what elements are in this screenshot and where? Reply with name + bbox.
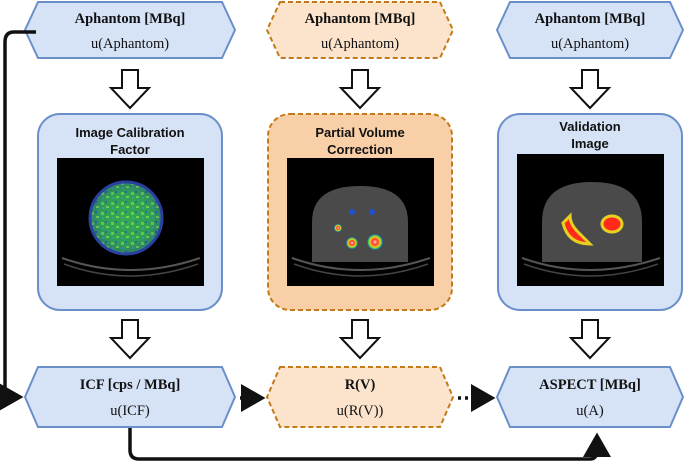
panel-partial-volume-correction: Partial Volume Correction: [267, 113, 453, 311]
connector-icf-to-aspect: [128, 428, 611, 461]
panel-image-calibration-factor: Image Calibration Factor: [37, 113, 223, 311]
top-node-3-uncertainty: u(Aphantom): [551, 36, 629, 52]
down-arrow-bottom-1: [108, 319, 152, 360]
bottom-node-1-uncertainty: u(ICF): [110, 403, 150, 419]
panel-1-title-line1: Image Calibration: [75, 125, 184, 140]
panel-3-title-line1: Validation: [559, 119, 620, 134]
panel-validation-image: Validation Image: [497, 113, 683, 311]
bottom-node-aspect: ASPECT [MBq] u(A): [495, 366, 685, 428]
bottom-node-1-title: ICF [cps / MBq]: [80, 377, 181, 393]
top-node-2: Aphantom [MBq] u(Aphantom): [265, 1, 455, 59]
panel-1-title-line2: Factor: [110, 142, 150, 157]
panel-2-title-line1: Partial Volume: [315, 125, 404, 140]
scan-sphere-phantom-image: [287, 158, 434, 286]
panel-3-title-line2: Image: [571, 136, 609, 151]
bottom-node-3-title: ASPECT [MBq]: [539, 377, 641, 393]
scan-validation-phantom-image: [517, 154, 664, 286]
top-node-1: Aphantom [MBq] u(Aphantom): [23, 1, 237, 59]
down-arrow-bottom-2: [338, 319, 382, 360]
down-arrow-top-1: [108, 69, 152, 110]
bottom-node-2-title: R(V): [345, 377, 376, 393]
bottom-node-2-uncertainty: u(R(V)): [337, 403, 384, 419]
panel-2-title-line2: Correction: [327, 142, 393, 157]
top-node-2-title: Aphantom [MBq]: [305, 11, 416, 27]
bottom-node-rv: R(V) u(R(V)): [265, 366, 455, 428]
top-node-3: Aphantom [MBq] u(Aphantom): [495, 1, 685, 59]
top-node-1-uncertainty: u(Aphantom): [91, 36, 169, 52]
bottom-node-3-uncertainty: u(A): [576, 403, 604, 419]
top-node-1-title: Aphantom [MBq]: [75, 11, 186, 27]
down-arrow-bottom-3: [568, 319, 612, 360]
top-node-2-uncertainty: u(Aphantom): [321, 36, 399, 52]
connector-top-to-icf: [0, 30, 36, 411]
bottom-node-icf: ICF [cps / MBq] u(ICF): [23, 366, 237, 428]
down-arrow-top-2: [338, 69, 382, 110]
scan-uniform-phantom-image: [57, 158, 204, 286]
down-arrow-top-3: [568, 69, 612, 110]
top-node-3-title: Aphantom [MBq]: [535, 11, 646, 27]
